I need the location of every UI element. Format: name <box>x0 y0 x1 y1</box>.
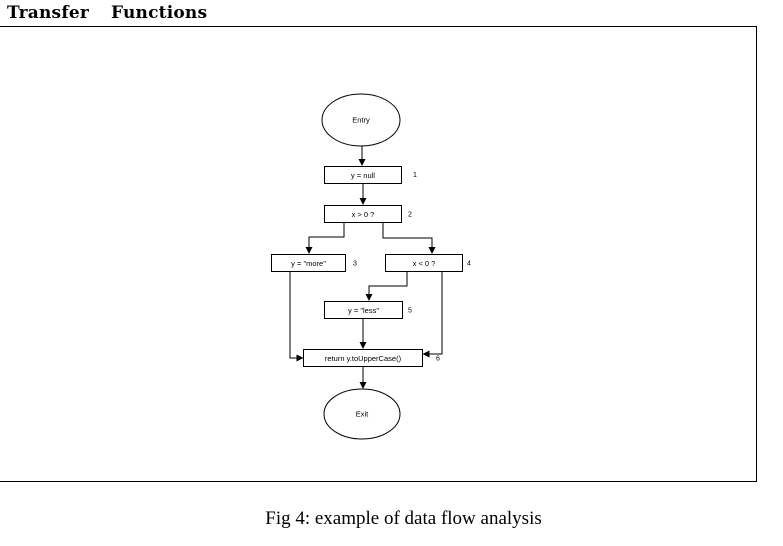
node-6-number: 6 <box>436 356 440 363</box>
node-3-number: 3 <box>353 261 357 268</box>
node-5-number: 5 <box>408 308 412 315</box>
node-6-label: return y.toUpperCase() <box>325 354 402 363</box>
node-1-label: y = null <box>351 171 375 180</box>
figure-frame <box>0 26 757 482</box>
exit-label: Exit <box>356 410 369 419</box>
heading-word-transfer: Transfer <box>7 3 90 23</box>
node-1: y = null 1 <box>324 166 417 184</box>
section-heading: Transfer Functions <box>7 3 207 23</box>
edge-2-to-3 <box>305 223 345 254</box>
node-4-number: 4 <box>467 261 471 268</box>
node-5: y = "less" 5 <box>324 301 412 319</box>
node-2-number: 2 <box>408 212 412 219</box>
node-2: x > 0 ? 2 <box>324 205 412 223</box>
edge-4-to-6 <box>422 272 443 358</box>
node-3: y = "more" 3 <box>271 254 357 272</box>
node-1-number: 1 <box>413 172 417 179</box>
node-6: return y.toUpperCase() 6 <box>303 349 440 367</box>
node-4: x < 0 ? 4 <box>385 254 471 272</box>
edge-4-to-5 <box>365 272 408 301</box>
entry-label: Entry <box>352 116 370 125</box>
entry-node: Entry <box>321 93 401 147</box>
exit-node: Exit <box>323 388 401 440</box>
figure-caption-text: Fig 4: example of data flow analysis <box>265 508 542 529</box>
node-4-label: x < 0 ? <box>413 259 436 268</box>
figure-caption: Fig 4: example of data flow analysis <box>0 508 783 530</box>
edge-3-to-6 <box>289 272 304 362</box>
edge-2-to-4 <box>382 223 436 254</box>
heading-word-functions: Functions <box>111 3 208 23</box>
node-2-label: x > 0 ? <box>352 210 375 219</box>
node-3-label: y = "more" <box>291 259 326 268</box>
node-5-label: y = "less" <box>348 306 379 315</box>
